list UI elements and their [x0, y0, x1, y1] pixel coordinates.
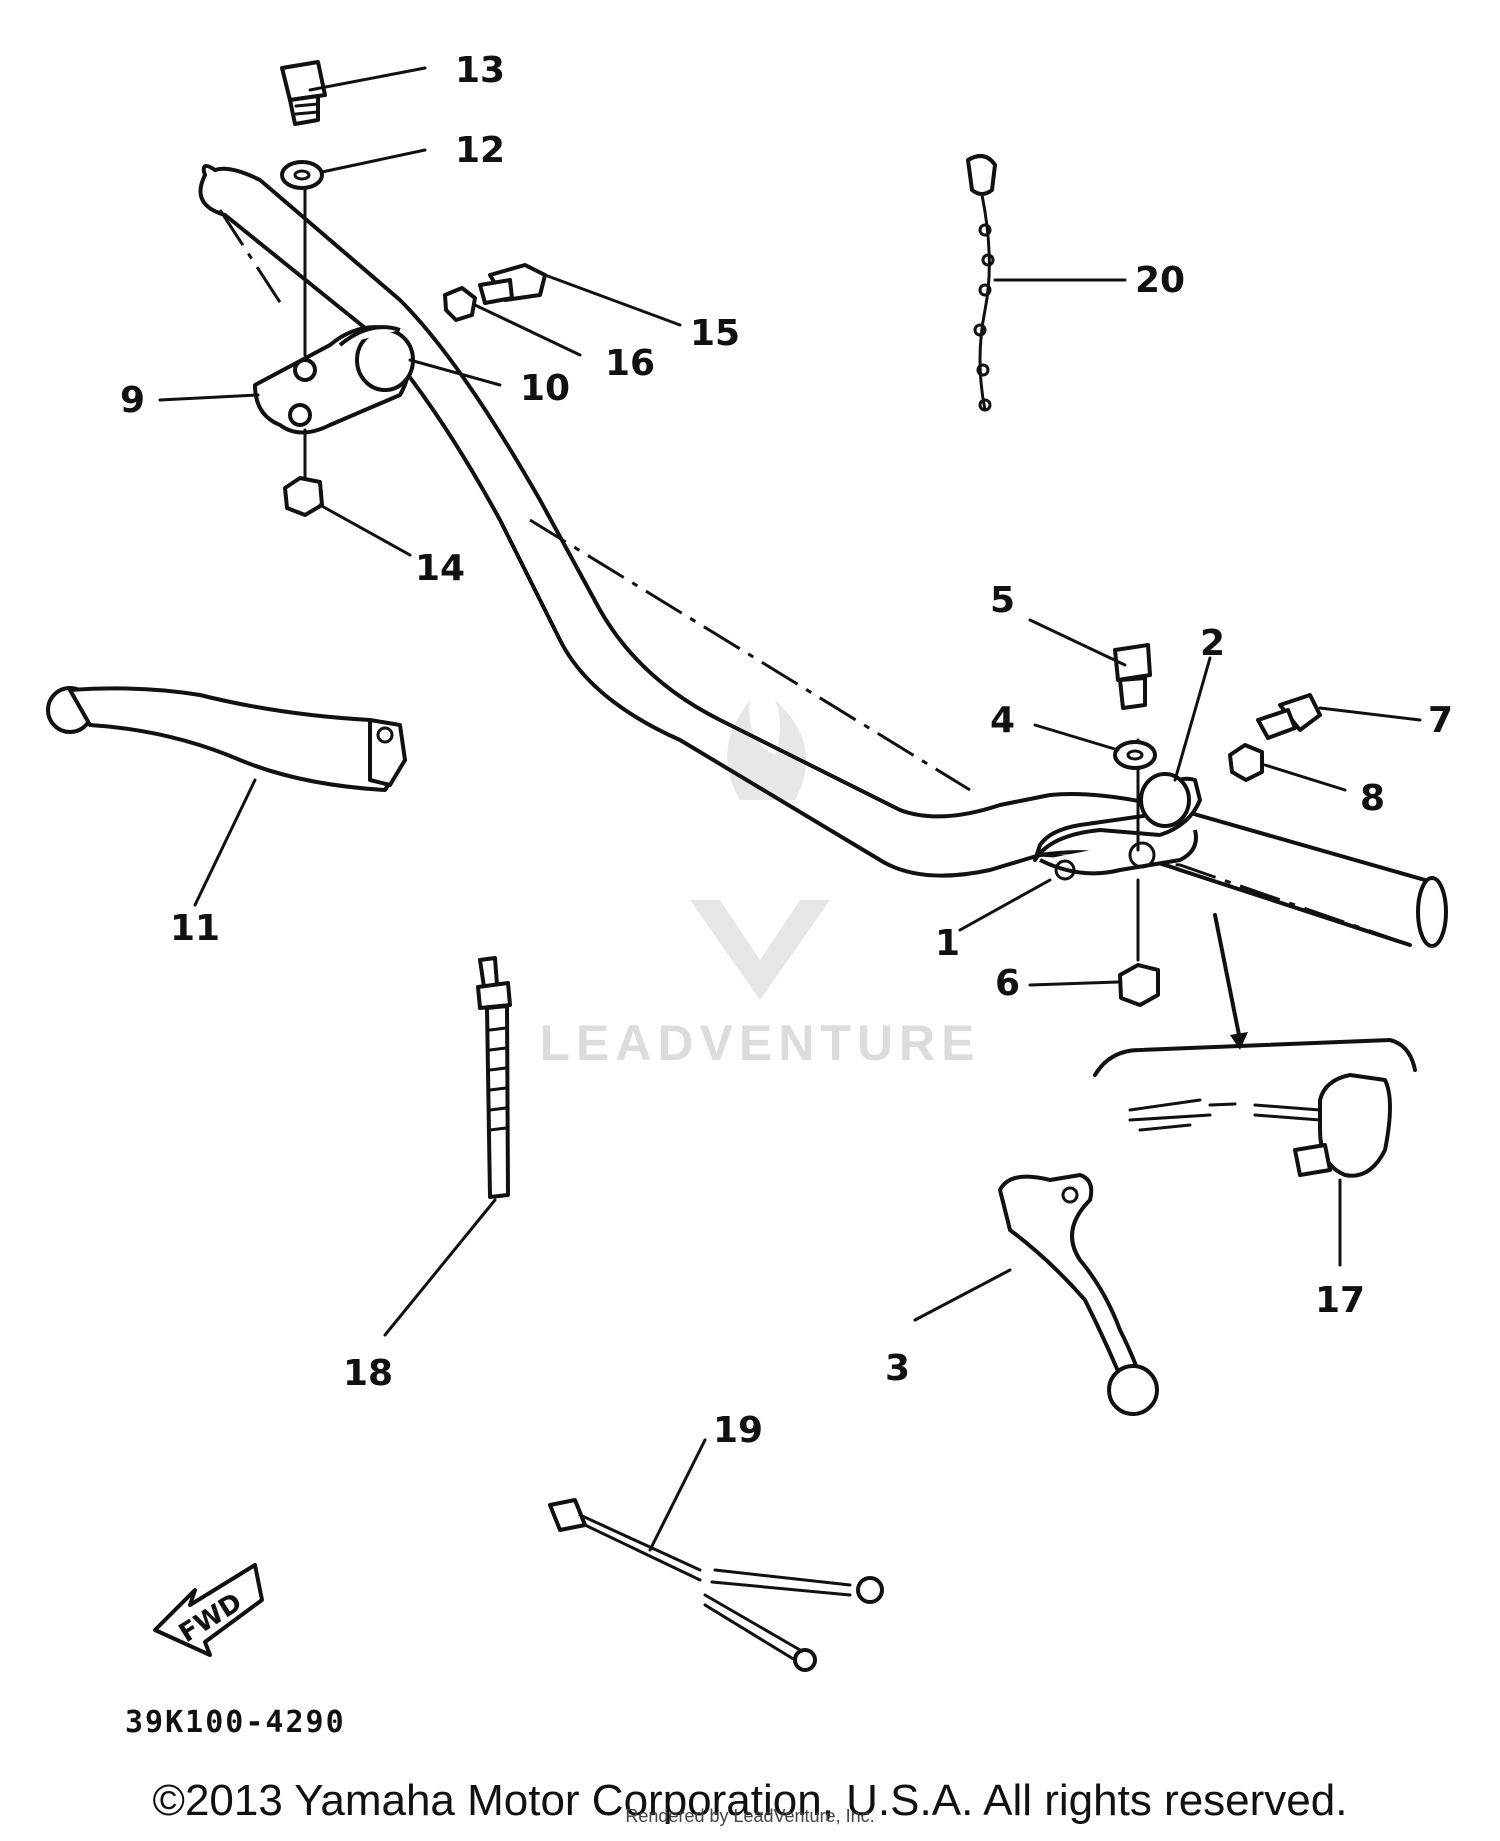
- wire-clip-20: [966, 154, 997, 412]
- callout-20: 20: [1135, 260, 1185, 301]
- callout-8: 8: [1360, 778, 1385, 819]
- bolt-15: [478, 263, 547, 305]
- nut-6: [1118, 963, 1160, 1007]
- callout-2: 2: [1200, 623, 1225, 664]
- rendered-by-note: Rendered by LeadVenture, Inc.: [625, 1806, 875, 1826]
- diagram-code: 39K100-4290: [125, 1705, 346, 1740]
- washer-12: [280, 160, 324, 190]
- washer-4: [1113, 740, 1157, 770]
- callout-labels: 13 12 15 16 10 9 14 20 11 5 4 2 7 8 1 6 …: [120, 50, 1453, 1451]
- callout-3: 3: [885, 1348, 910, 1389]
- callout-9: 9: [120, 380, 145, 421]
- callout-4: 4: [990, 700, 1015, 741]
- cable-tie-18: [476, 956, 512, 1199]
- lead-wire-19: [548, 1498, 884, 1672]
- watermark-text: LEADVENTURE: [539, 1015, 980, 1071]
- callout-14: 14: [415, 548, 465, 589]
- brake-lever-bracket: [1033, 772, 1202, 881]
- clutch-lever-11: [46, 686, 407, 792]
- callout-1: 1: [935, 923, 960, 964]
- callout-17: 17: [1315, 1280, 1365, 1321]
- callout-12: 12: [455, 130, 505, 171]
- callout-16: 16: [605, 343, 655, 384]
- copyright-notice: ©2013 Yamaha Motor Corporation, U.S.A. A…: [152, 1776, 1348, 1825]
- nut-8: [1228, 743, 1264, 782]
- callout-18: 18: [343, 1353, 393, 1394]
- left-lever-bracket: [253, 325, 415, 435]
- leadventure-watermark: LEADVENTURE: [539, 700, 980, 1071]
- callout-13: 13: [455, 50, 505, 91]
- callout-10: 10: [520, 368, 570, 409]
- callout-15: 15: [690, 313, 740, 354]
- leader-lines: [158, 66, 1422, 1552]
- callout-11: 11: [170, 908, 220, 949]
- switch-17: [1093, 1038, 1417, 1178]
- brake-lever-3: [998, 1173, 1159, 1416]
- fwd-arrow: FWD: [153, 1563, 264, 1657]
- nut-16: [443, 286, 477, 322]
- bolt-7: [1256, 693, 1322, 740]
- bolt-5: [1113, 643, 1152, 710]
- callout-6: 6: [995, 963, 1020, 1004]
- callout-5: 5: [990, 580, 1015, 621]
- callout-7: 7: [1428, 700, 1453, 741]
- bolt-13: [280, 60, 327, 126]
- handlebar: [198, 164, 1448, 948]
- nut-14: [283, 476, 324, 517]
- callout-19: 19: [713, 1410, 763, 1451]
